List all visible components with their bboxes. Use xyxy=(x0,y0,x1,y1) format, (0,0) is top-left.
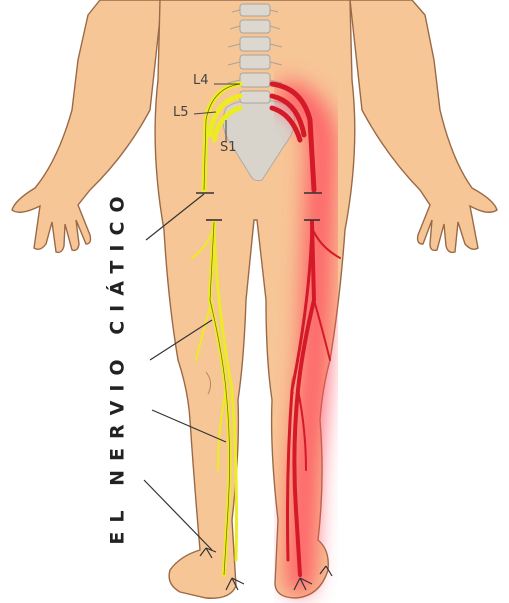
vertebra xyxy=(240,4,270,16)
vertebra xyxy=(240,55,270,69)
vertebra xyxy=(240,37,270,51)
body-silhouette xyxy=(12,0,497,598)
diagram-title: EL NERVIO CIÁTICO xyxy=(107,187,129,544)
root-label-l5: L5 xyxy=(173,105,189,120)
vertebra xyxy=(240,73,270,87)
vertebra xyxy=(240,20,270,33)
diagram-title-container: EL NERVIO CIÁTICO xyxy=(98,206,138,526)
torso-and-left-arm xyxy=(12,0,162,252)
root-label-l4: L4 xyxy=(193,73,209,88)
root-label-s1: S1 xyxy=(220,140,237,155)
vertebra xyxy=(240,91,270,103)
right-arm xyxy=(350,0,497,252)
